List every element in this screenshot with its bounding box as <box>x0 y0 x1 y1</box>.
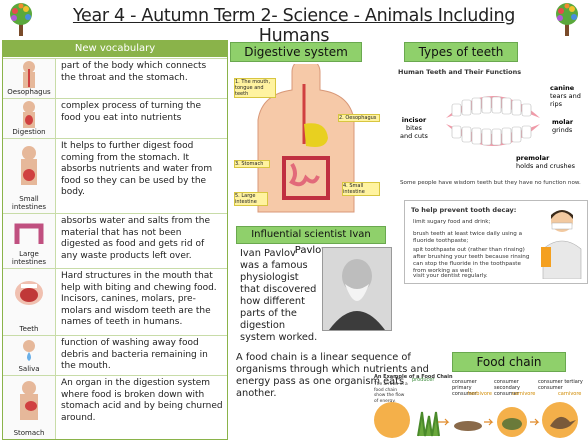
food-chain-tag: herbivore <box>468 391 492 397</box>
vocab-definition: complex process of turning the food you … <box>61 101 202 123</box>
vocab-term: Teeth <box>19 325 39 333</box>
pavlov-text: Ivan Pavlov was a famous physiologist th… <box>240 248 318 343</box>
pavlov-portrait <box>322 247 392 331</box>
vocab-definition: part of the body which connects the thro… <box>61 61 207 83</box>
vocab-definition: It helps to further digest food coming f… <box>61 141 213 197</box>
premolar-function: holds and crushes <box>516 162 576 170</box>
vocab-term: Saliva <box>18 365 40 373</box>
digestive-label: 4. Small intestine <box>342 182 380 196</box>
pavlov-heading: Influential scientist Ivan Pavlov <box>236 226 386 256</box>
teeth-diagram: Human Teeth and Their Functions canine t… <box>398 64 586 194</box>
premolar-label: premolar <box>516 154 550 162</box>
vocab-term: Oesophagus <box>7 88 51 96</box>
molar-label: molar <box>552 118 574 126</box>
food-chain-diagram: An Example of a Food Chain The arrows in… <box>372 374 586 440</box>
tooth-decay-tip: visit your dentist regularly. <box>413 273 488 279</box>
digestive-system-diagram: 1. The mouth, tongue and teeth 2. Oesoph… <box>232 57 382 214</box>
page-title: Year 4 - Autumn Term 2- Science - Animal… <box>72 6 516 46</box>
tooth-decay-heading: To help prevent tooth decay: <box>411 206 517 214</box>
vocab-term: Stomach <box>13 429 45 437</box>
canine-function: tears and rips <box>550 92 581 108</box>
food-chain-tag: carnivore <box>558 391 582 397</box>
food-chain-text: A food chain is a linear sequence of org… <box>236 352 429 399</box>
small-intestines-icon <box>21 146 37 185</box>
incisor-function-1: bites <box>406 124 422 132</box>
vocab-definition: absorbs water and salts from the materia… <box>61 216 211 261</box>
vocab-row: Large intestines absorbs water and salts… <box>3 213 227 268</box>
food-chain-icons <box>374 402 578 438</box>
food-chain-tag: carnivore <box>512 391 536 397</box>
food-chain-heading: Food chain <box>452 352 566 372</box>
vocab-row: Saliva function of washing away food deb… <box>3 335 227 375</box>
vocabulary-table: New vocabulary Oesophagus part of the bo… <box>2 40 228 440</box>
types-of-teeth-heading: Types of teeth <box>404 42 518 62</box>
tooth-decay-card: To help prevent tooth decay: limit sugar… <box>404 200 588 284</box>
food-chain-role: consumer secondary consumer <box>494 379 520 397</box>
teeth-icon <box>15 281 43 305</box>
digestive-label: 5. Large intestine <box>234 192 268 206</box>
food-chain-example-note: The arrows in a food chain show the flow… <box>374 382 408 404</box>
food-chain-role: consumer primary consumer <box>452 379 477 397</box>
stomach-icon <box>20 381 38 420</box>
teeth-footnote: Some people have wisdom teeth but they h… <box>400 180 581 186</box>
grass-icon <box>417 411 440 437</box>
school-logo-right <box>552 2 582 42</box>
dentist-icon <box>541 210 582 279</box>
body-outline-icon <box>257 57 355 213</box>
digestive-system-heading: Digestive system <box>230 42 362 62</box>
digestive-label: 2. Oesophagus <box>338 114 380 122</box>
digestive-label: 3. Stomach <box>234 160 270 168</box>
oesophagus-icon <box>23 61 35 88</box>
vocab-term: Small intestines <box>11 195 47 211</box>
vocab-definition: function of washing away food debris and… <box>61 338 208 371</box>
portrait-icon <box>323 248 391 330</box>
tooth-decay-tip: spit toothpaste out (rather than rinsing… <box>413 247 530 274</box>
sun-icon <box>374 402 410 438</box>
incisor-label: incisor <box>401 116 427 124</box>
digestive-label: 1. The mouth, tongue and teeth <box>234 78 276 98</box>
teeth-icon <box>446 96 540 146</box>
vocab-definition: An organ in the digestion system where f… <box>61 378 223 423</box>
tooth-decay-tip: limit sugary food and drink; <box>413 219 491 225</box>
school-logo-left <box>6 2 36 42</box>
large-intestines-icon <box>14 223 44 244</box>
vocab-row: Teeth Hard structures in the mouth that … <box>3 268 227 335</box>
vocab-definition: Hard structures in the mouth that help w… <box>61 271 217 327</box>
saliva-icon <box>23 340 35 361</box>
vocab-row: Oesophagus part of the body which connec… <box>3 58 227 98</box>
vocab-row: Small intestines It helps to further dig… <box>3 138 227 213</box>
vocab-term: Digestion <box>12 128 46 136</box>
vocab-row: Stomach An organ in the digestion system… <box>3 375 227 439</box>
slug-icon <box>454 421 482 431</box>
canine-label: canine <box>550 84 575 92</box>
food-chain-example-title: An Example of a Food Chain <box>374 374 453 380</box>
digestion-icon <box>23 101 35 128</box>
teeth-diagram-title: Human Teeth and Their Functions <box>398 68 522 76</box>
molar-function: grinds <box>552 126 573 134</box>
food-chain-role: consumer tertiary consumer <box>538 379 583 391</box>
vocab-row: Digestion complex process of turning the… <box>3 98 227 138</box>
tooth-decay-tip: brush teeth at least twice daily using a… <box>413 231 523 244</box>
vocabulary-heading: New vocabulary <box>3 41 227 57</box>
incisor-function-2: and cuts <box>400 132 428 140</box>
food-chain-role: producer <box>412 377 435 383</box>
vocab-term: Large intestines <box>11 250 47 266</box>
